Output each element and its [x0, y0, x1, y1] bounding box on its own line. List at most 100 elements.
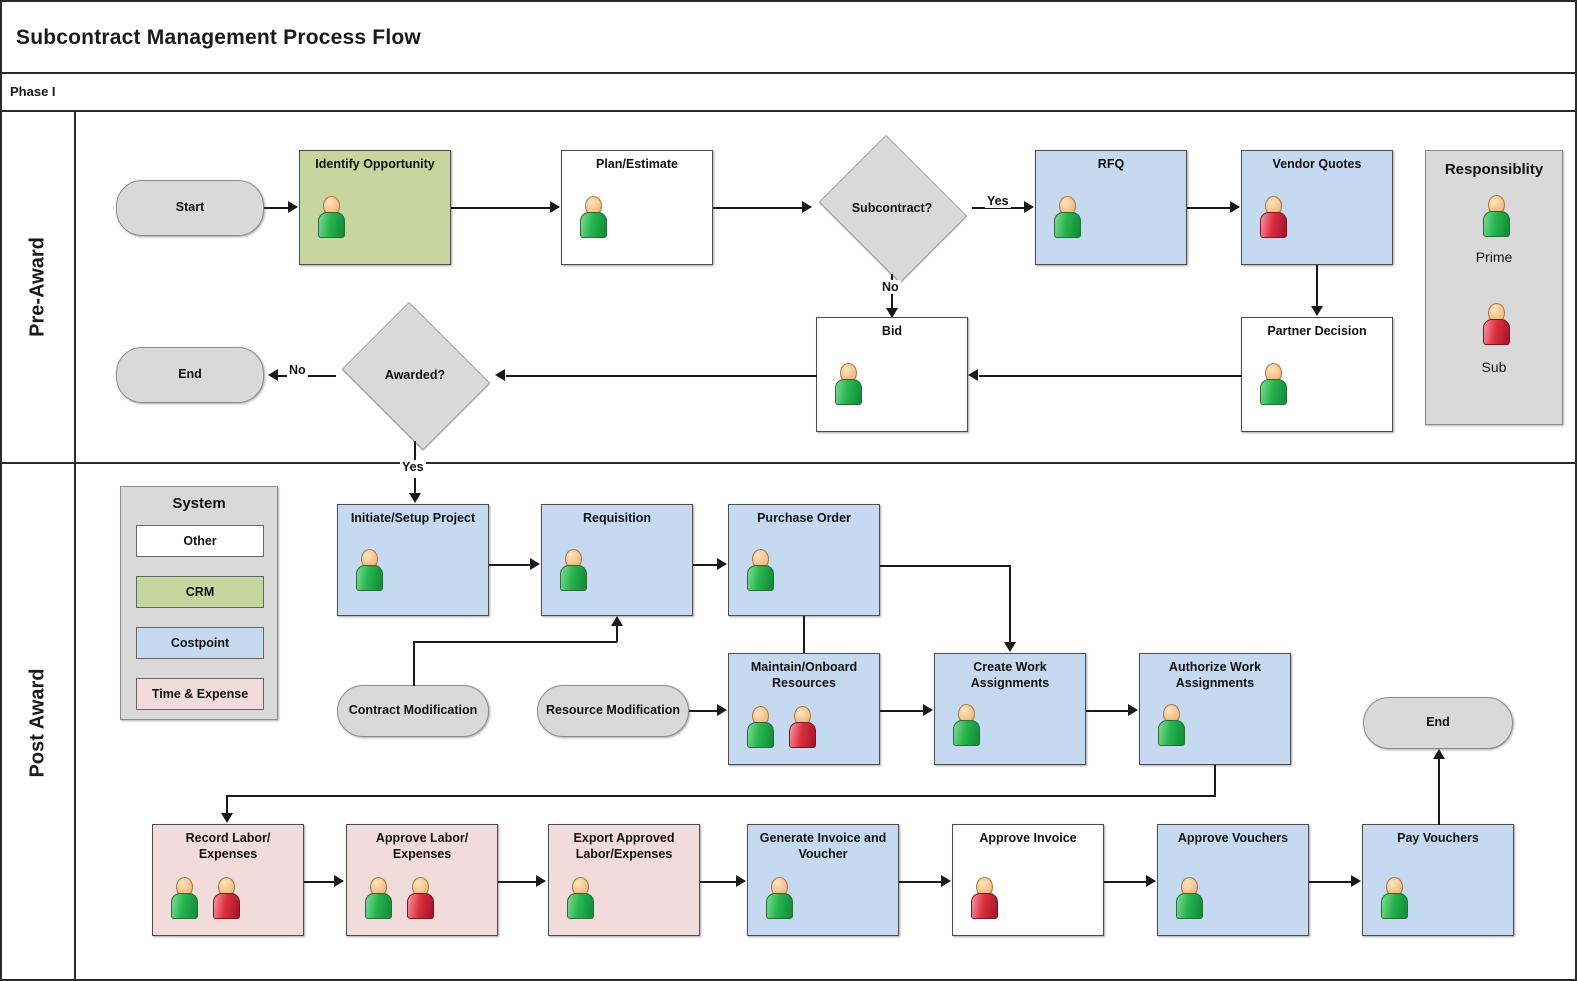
node-create-work-assignments-label: Create Work Assignments: [970, 660, 1050, 690]
title-band: Subcontract Management Process Flow: [2, 2, 1575, 74]
person-sub-icon: [785, 706, 817, 750]
person-sub-icon: [403, 877, 435, 921]
swimlane-pre-award: Pre-Award: [2, 112, 1575, 464]
person-prime-icon: [949, 704, 981, 748]
edge-label-subcontract-yes: Yes: [985, 194, 1011, 208]
node-subcontract-decision-label: Subcontract?: [851, 201, 933, 215]
edge-maintain-to-createwa: [880, 710, 923, 712]
node-vendor-quotes-label: Vendor Quotes: [1272, 157, 1362, 171]
node-awarded-decision[interactable]: Awarded?: [335, 302, 495, 450]
person-prime-icon: [743, 706, 775, 750]
node-plan-estimate[interactable]: Plan/Estimate: [561, 150, 713, 265]
person-sub-icon: [1479, 303, 1511, 347]
node-end-pre-award[interactable]: End: [116, 347, 264, 403]
arrowhead-icon: [1146, 875, 1156, 887]
edge-partner-decision-to-bid: [979, 375, 1242, 377]
node-requisition[interactable]: Requisition: [541, 504, 693, 616]
edge-contract-mod-right: [413, 641, 617, 643]
arrowhead-icon: [968, 369, 978, 381]
node-create-work-assignments[interactable]: Create Work Assignments: [934, 653, 1086, 765]
legend-responsibility-item-1-label: Sub: [1481, 359, 1507, 375]
person-prime-icon: [1050, 196, 1082, 240]
arrowhead-icon: [536, 875, 546, 887]
node-end-post-award-label: End: [1426, 715, 1450, 730]
arrowhead-icon: [221, 813, 233, 823]
legend-system-item-time-expense: Time & Expense: [136, 678, 264, 710]
node-maintain-onboard-resources[interactable]: Maintain/Onboard Resources: [728, 653, 880, 765]
node-partner-decision[interactable]: Partner Decision: [1241, 317, 1393, 432]
arrowhead-icon: [1433, 749, 1445, 759]
legend-system-item-costpoint: Costpoint: [136, 627, 264, 659]
node-contract-modification[interactable]: Contract Modification: [337, 685, 489, 737]
node-authorize-work-assignments-label: Authorize Work Assignments: [1168, 660, 1262, 690]
phase-label: Phase I: [10, 84, 56, 99]
arrowhead-icon: [334, 875, 344, 887]
node-pay-vouchers-label: Pay Vouchers: [1397, 831, 1479, 845]
edge-approve-labor-to-export: [498, 881, 537, 883]
legend-system-title: System: [172, 495, 226, 512]
edge-label-subcontract-no: No: [880, 280, 901, 294]
node-contract-modification-label: Contract Modification: [348, 703, 478, 718]
node-resource-modification-label: Resource Modification: [545, 703, 681, 718]
person-sub-icon: [1256, 196, 1288, 240]
person-prime-icon: [1479, 195, 1511, 239]
edge-label-awarded-no: No: [287, 363, 308, 377]
edge-requisition-to-purchase-order: [693, 564, 718, 566]
person-prime-icon: [1256, 363, 1288, 407]
node-pay-vouchers[interactable]: Pay Vouchers: [1362, 824, 1514, 936]
edge-purchase-order-to-maintain: [803, 616, 805, 653]
swimlane-label-pre-award: Pre-Award: [26, 237, 49, 337]
swimlane-label-post-award: Post Award: [26, 668, 49, 777]
edge-awarded-yes-1: [414, 441, 416, 465]
arrowhead-icon: [268, 369, 278, 381]
node-approve-labor-expenses[interactable]: Approve Labor/ Expenses: [346, 824, 498, 936]
edge-rfq-to-vendor-quotes: [1187, 207, 1231, 209]
node-rfq[interactable]: RFQ: [1035, 150, 1187, 265]
node-partner-decision-label: Partner Decision: [1267, 324, 1367, 338]
arrowhead-icon: [941, 875, 951, 887]
node-identify-opportunity[interactable]: Identify Opportunity: [299, 150, 451, 265]
node-vendor-quotes[interactable]: Vendor Quotes: [1241, 150, 1393, 265]
node-requisition-label: Requisition: [582, 511, 652, 525]
legend-responsibility: Responsiblity Prime Sub: [1425, 150, 1563, 425]
arrowhead-icon: [1311, 306, 1323, 316]
node-record-labor-expenses[interactable]: Record Labor/ Expenses: [152, 824, 304, 936]
node-subcontract-decision[interactable]: Subcontract?: [812, 135, 972, 283]
arrowhead-icon: [1351, 875, 1361, 887]
person-prime-icon: [556, 549, 588, 593]
person-prime-icon: [167, 877, 199, 921]
node-bid[interactable]: Bid: [816, 317, 968, 432]
node-approve-invoice[interactable]: Approve Invoice: [952, 824, 1104, 936]
node-plan-estimate-label: Plan/Estimate: [596, 157, 678, 171]
node-authorize-work-assignments[interactable]: Authorize Work Assignments: [1139, 653, 1291, 765]
node-initiate-setup-project[interactable]: Initiate/Setup Project: [337, 504, 489, 616]
arrowhead-icon: [288, 201, 298, 213]
node-generate-invoice-and-voucher[interactable]: Generate Invoice and Voucher: [747, 824, 899, 936]
node-export-approved-labor-expenses[interactable]: Export Approved Labor/Expenses: [548, 824, 700, 936]
arrowhead-icon: [409, 493, 421, 503]
node-end-post-award[interactable]: End: [1363, 697, 1513, 749]
edge-pay-vouchers-to-end: [1438, 759, 1440, 825]
person-prime-icon: [576, 196, 608, 240]
person-prime-icon: [1172, 877, 1204, 921]
node-rfq-label: RFQ: [1097, 157, 1125, 171]
edge-generate-invoice-to-approve-invoice: [899, 881, 941, 883]
node-start[interactable]: Start: [116, 180, 264, 236]
legend-system: System Other CRM Costpoint Time & Expens…: [120, 486, 278, 720]
arrowhead-icon: [886, 308, 898, 318]
edge-authorizewa-down: [1214, 765, 1216, 795]
arrowhead-icon: [1004, 642, 1016, 652]
edge-purchase-order-to-createwa-h: [880, 565, 1010, 567]
edge-start-to-identify: [264, 207, 289, 209]
arrowhead-icon: [530, 558, 540, 570]
edge-initiate-to-requisition: [489, 564, 531, 566]
node-resource-modification[interactable]: Resource Modification: [537, 685, 689, 737]
edge-vendor-quotes-to-partner-decision: [1316, 265, 1318, 307]
node-export-approved-labor-expenses-label: Export Approved Labor/Expenses: [573, 831, 675, 861]
node-approve-vouchers[interactable]: Approve Vouchers: [1157, 824, 1309, 936]
node-end-pre-award-label: End: [178, 367, 202, 382]
person-sub-icon: [967, 877, 999, 921]
node-purchase-order[interactable]: Purchase Order: [728, 504, 880, 616]
node-maintain-onboard-resources-label: Maintain/Onboard Resources: [750, 660, 858, 690]
